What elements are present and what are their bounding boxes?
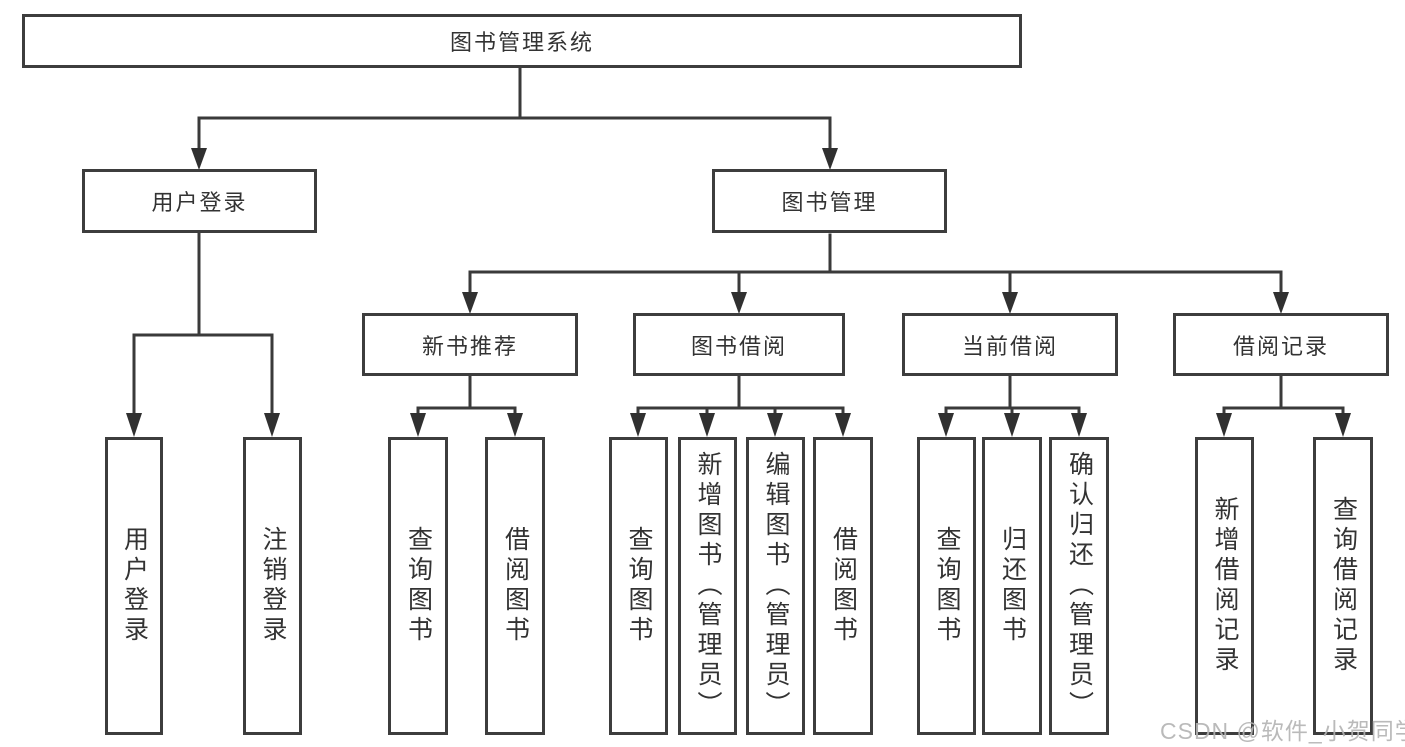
node-label: 图书管理系统 bbox=[449, 30, 594, 55]
node-label: 图书借阅 bbox=[690, 333, 787, 359]
node-label: 借阅记录 bbox=[1232, 333, 1329, 359]
node-label: 当前借阅 bbox=[961, 333, 1058, 359]
leaf-label: 注销登录 bbox=[259, 526, 287, 646]
leaf-add-books-admin: 新增图书（管理员） bbox=[678, 437, 737, 735]
leaf-label: 借阅图书 bbox=[829, 526, 858, 646]
leaf-label: 查询图书 bbox=[933, 526, 961, 646]
leaf-label: 归还图书 bbox=[998, 526, 1027, 646]
leaf-user-login: 用户登录 bbox=[105, 437, 163, 735]
leaf-query-books: 查询图书 bbox=[388, 437, 448, 735]
node-label: 图书管理 bbox=[781, 190, 878, 215]
node-borrow-records: 借阅记录 bbox=[1173, 313, 1389, 376]
leaf-label: 新增借阅记录 bbox=[1211, 496, 1239, 676]
leaf-label: 用户登录 bbox=[120, 526, 149, 646]
leaf-edit-books-admin: 编辑图书（管理员） bbox=[746, 437, 805, 735]
leaf-label: 借阅图书 bbox=[501, 526, 530, 646]
leaf-borrow-books: 借阅图书 bbox=[813, 437, 873, 735]
leaf-return-books: 归还图书 bbox=[982, 437, 1042, 735]
leaf-label: 编辑图书（管理员） bbox=[762, 451, 790, 721]
leaf-add-borrow-record: 新增借阅记录 bbox=[1195, 437, 1254, 735]
node-label: 用户登录 bbox=[151, 190, 248, 215]
node-label: 新书推荐 bbox=[421, 333, 518, 359]
node-current-borrow: 当前借阅 bbox=[902, 313, 1118, 376]
node-library-management-system: 图书管理系统 bbox=[22, 14, 1022, 68]
leaf-borrow-books: 借阅图书 bbox=[485, 437, 545, 735]
leaf-confirm-return-admin: 确认归还（管理员） bbox=[1049, 437, 1109, 735]
leaf-label: 新增图书（管理员） bbox=[694, 451, 722, 721]
leaf-query-books: 查询图书 bbox=[609, 437, 668, 735]
node-new-book-recommend: 新书推荐 bbox=[362, 313, 578, 376]
leaf-label: 查询借阅记录 bbox=[1329, 496, 1358, 676]
leaf-label: 查询图书 bbox=[625, 526, 653, 646]
node-book-borrow: 图书借阅 bbox=[633, 313, 845, 376]
node-book-management: 图书管理 bbox=[712, 169, 947, 233]
leaf-label: 确认归还（管理员） bbox=[1065, 451, 1094, 721]
node-user-login: 用户登录 bbox=[82, 169, 317, 233]
leaf-query-borrow-record: 查询借阅记录 bbox=[1313, 437, 1373, 735]
leaf-logout: 注销登录 bbox=[243, 437, 302, 735]
leaf-label: 查询图书 bbox=[404, 526, 433, 646]
leaf-query-books: 查询图书 bbox=[917, 437, 976, 735]
